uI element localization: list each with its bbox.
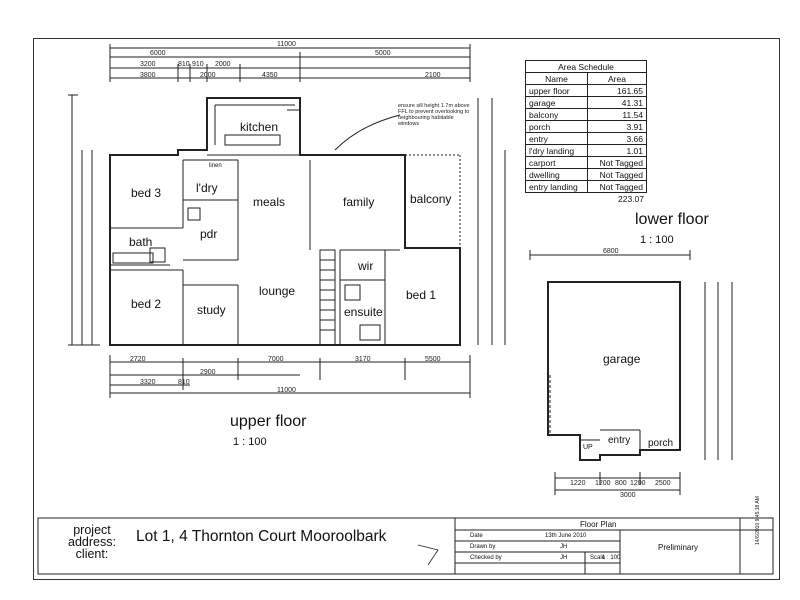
area-schedule-header-area: Area xyxy=(587,72,647,85)
area-schedule-title: Area Schedule xyxy=(525,60,647,73)
room-pdr: pdr xyxy=(200,227,218,241)
lower-floor-scale: 1 : 100 xyxy=(640,234,674,246)
dim-bottom: 7000 xyxy=(268,356,284,363)
drawing-frame xyxy=(33,38,780,580)
sheet-reference: 14/6/2010 9:45:18 AM xyxy=(755,496,761,545)
lower-dim-top: 6800 xyxy=(603,248,619,255)
room-study: study xyxy=(197,303,226,317)
lower-dim-bottom: 1200 xyxy=(630,480,646,487)
dim-top: 810 xyxy=(178,61,190,68)
area-name: l'dry landing xyxy=(525,144,588,157)
area-name: upper floor xyxy=(525,84,588,97)
checked-by-value: JH xyxy=(560,555,568,561)
dim-bottom: 2720 xyxy=(130,356,146,363)
area-value: 3.66 xyxy=(587,132,647,145)
dim-top: 5000 xyxy=(375,50,391,57)
sheet-title: Floor Plan xyxy=(580,520,617,529)
project-address-label: project address: client: xyxy=(58,523,126,561)
area-value: Not Tagged xyxy=(587,168,647,181)
lower-dim-bottom: 800 xyxy=(615,480,627,487)
lower-dim-bottom: 1200 xyxy=(595,480,611,487)
room-linen: linen xyxy=(209,163,222,169)
scale-label: Scale xyxy=(590,555,606,561)
room-up: UP xyxy=(583,444,593,451)
dim-top-overall: 11000 xyxy=(277,41,296,48)
client-label: client: xyxy=(75,547,109,561)
room-meals: meals xyxy=(253,195,286,209)
room-bed3: bed 3 xyxy=(131,186,162,200)
room-wir: wir xyxy=(358,259,374,273)
dim-top: 3800 xyxy=(140,72,156,79)
upper-floor-title: upper floor xyxy=(230,413,307,430)
lower-floor-title: lower floor xyxy=(635,211,709,228)
upper-floor-scale: 1 : 100 xyxy=(233,436,267,448)
lower-dim-bottom: 2500 xyxy=(655,480,671,487)
drawn-by-value: JH xyxy=(560,544,568,550)
drawing-status: Preliminary xyxy=(658,543,699,552)
area-name: carport xyxy=(525,156,588,169)
area-name: entry xyxy=(525,132,588,145)
room-bed2: bed 2 xyxy=(131,297,162,311)
room-kitchen: kitchen xyxy=(240,120,279,134)
dim-bottom: 810 xyxy=(178,379,190,386)
dim-top: 2100 xyxy=(425,72,441,79)
dim-bottom: 2900 xyxy=(200,369,216,376)
area-schedule-header-name: Name xyxy=(525,72,588,85)
dim-top: 2000 xyxy=(200,72,216,79)
area-value: 3.91 xyxy=(587,120,647,133)
dim-top: 910 xyxy=(192,61,204,68)
lower-dim-bottom: 3000 xyxy=(620,492,636,499)
room-lounge: lounge xyxy=(259,284,296,298)
drawn-by-label: Drawn by xyxy=(470,544,496,550)
room-bath: bath xyxy=(129,235,153,249)
project-label: project address: xyxy=(68,523,116,549)
room-porch: porch xyxy=(648,438,674,449)
dim-top: 4350 xyxy=(262,72,278,79)
sill-height-note: ensure sill height 1.7m above FFL to pre… xyxy=(398,103,470,127)
area-name: balcony xyxy=(525,108,588,121)
area-value: Not Tagged xyxy=(587,156,647,169)
checked-by-label: Checked by xyxy=(470,555,502,561)
area-name: dwelling xyxy=(525,168,588,181)
dim-top: 3200 xyxy=(140,61,156,68)
room-bed1: bed 1 xyxy=(406,288,437,302)
area-value: 161.65 xyxy=(587,84,647,97)
room-entry: entry xyxy=(608,435,631,446)
date-value: 13th June 2010 xyxy=(545,533,587,539)
dim-bottom: 5500 xyxy=(425,356,441,363)
area-value: 41.31 xyxy=(587,96,647,109)
lower-dim-bottom: 1220 xyxy=(570,480,586,487)
area-value: 1.01 xyxy=(587,144,647,157)
area-value: Not Tagged xyxy=(587,180,647,193)
room-family: family xyxy=(343,195,375,209)
scale-value: 1 : 100 xyxy=(602,555,621,561)
dim-bottom: 3170 xyxy=(355,356,371,363)
room-balcony: balcony xyxy=(410,192,452,206)
area-value: 11.54 xyxy=(587,108,647,121)
area-name: porch xyxy=(525,120,588,133)
room-ensuite: ensuite xyxy=(344,305,383,319)
dim-bottom: 3320 xyxy=(140,379,156,386)
dim-top: 2000 xyxy=(215,61,231,68)
area-schedule-total: 223.07 xyxy=(618,194,644,204)
area-name: entry landing xyxy=(525,180,588,193)
area-name: garage xyxy=(525,96,588,109)
project-address: Lot 1, 4 Thornton Court Mooroolbark xyxy=(136,528,387,545)
date-label: Date xyxy=(470,533,483,539)
room-ldry: l'dry xyxy=(196,181,218,195)
dim-bottom-overall: 11000 xyxy=(277,387,296,394)
room-garage: garage xyxy=(603,352,641,366)
dim-top: 6000 xyxy=(150,50,166,57)
